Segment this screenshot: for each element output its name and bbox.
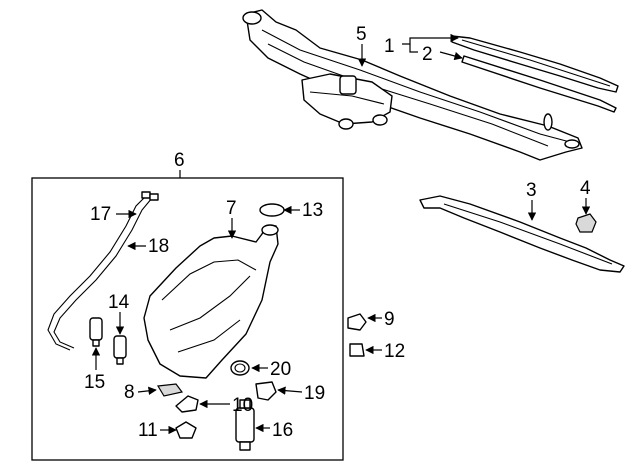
wiper-blade bbox=[451, 35, 619, 93]
washer-pump bbox=[235, 399, 255, 451]
cowl-bumper bbox=[347, 313, 367, 331]
reservoir-grommet bbox=[175, 395, 199, 413]
washer-reservoir bbox=[143, 224, 279, 379]
callout-6: 6 bbox=[174, 150, 185, 171]
callout-15: 15 bbox=[84, 372, 105, 393]
callout-14: 14 bbox=[108, 292, 130, 313]
callout-4: 4 bbox=[580, 178, 591, 199]
callout-8: 8 bbox=[124, 382, 135, 403]
callout-labels: 1 2 3 4 5 6 7 8 9 10 11 12 13 14 15 16 1… bbox=[84, 24, 591, 441]
leader-lines bbox=[91, 33, 591, 435]
callout-2: 2 bbox=[422, 44, 433, 65]
callout-10: 10 bbox=[232, 395, 253, 416]
reservoir-cap bbox=[259, 203, 285, 217]
callout-11: 11 bbox=[138, 420, 158, 441]
insulator-pad bbox=[157, 383, 184, 397]
callout-13: 13 bbox=[302, 200, 323, 221]
callout-12: 12 bbox=[384, 341, 405, 362]
callout-9: 9 bbox=[384, 309, 395, 330]
retaining-clip bbox=[349, 343, 365, 357]
callout-16: 16 bbox=[272, 420, 293, 441]
mount-grommet bbox=[175, 421, 197, 439]
arm-cap bbox=[575, 213, 597, 233]
callout-19: 19 bbox=[304, 383, 325, 404]
washer-group-box bbox=[31, 177, 344, 461]
rear-washer-pump bbox=[89, 317, 103, 347]
callout-5: 5 bbox=[356, 24, 367, 45]
callout-1: 1 bbox=[384, 36, 395, 57]
callout-18: 18 bbox=[148, 236, 169, 257]
front-washer-pump bbox=[113, 335, 127, 365]
callout-7: 7 bbox=[226, 198, 237, 219]
pump-grommet bbox=[230, 360, 250, 376]
wiper-linkage-assembly bbox=[242, 9, 583, 161]
fluid-level-sensor bbox=[255, 381, 277, 401]
callout-3: 3 bbox=[526, 180, 537, 201]
wiper-blade-refill bbox=[461, 55, 617, 113]
wiper-arm bbox=[419, 195, 625, 273]
callout-20: 20 bbox=[270, 359, 291, 380]
callout-17: 17 bbox=[90, 204, 111, 225]
